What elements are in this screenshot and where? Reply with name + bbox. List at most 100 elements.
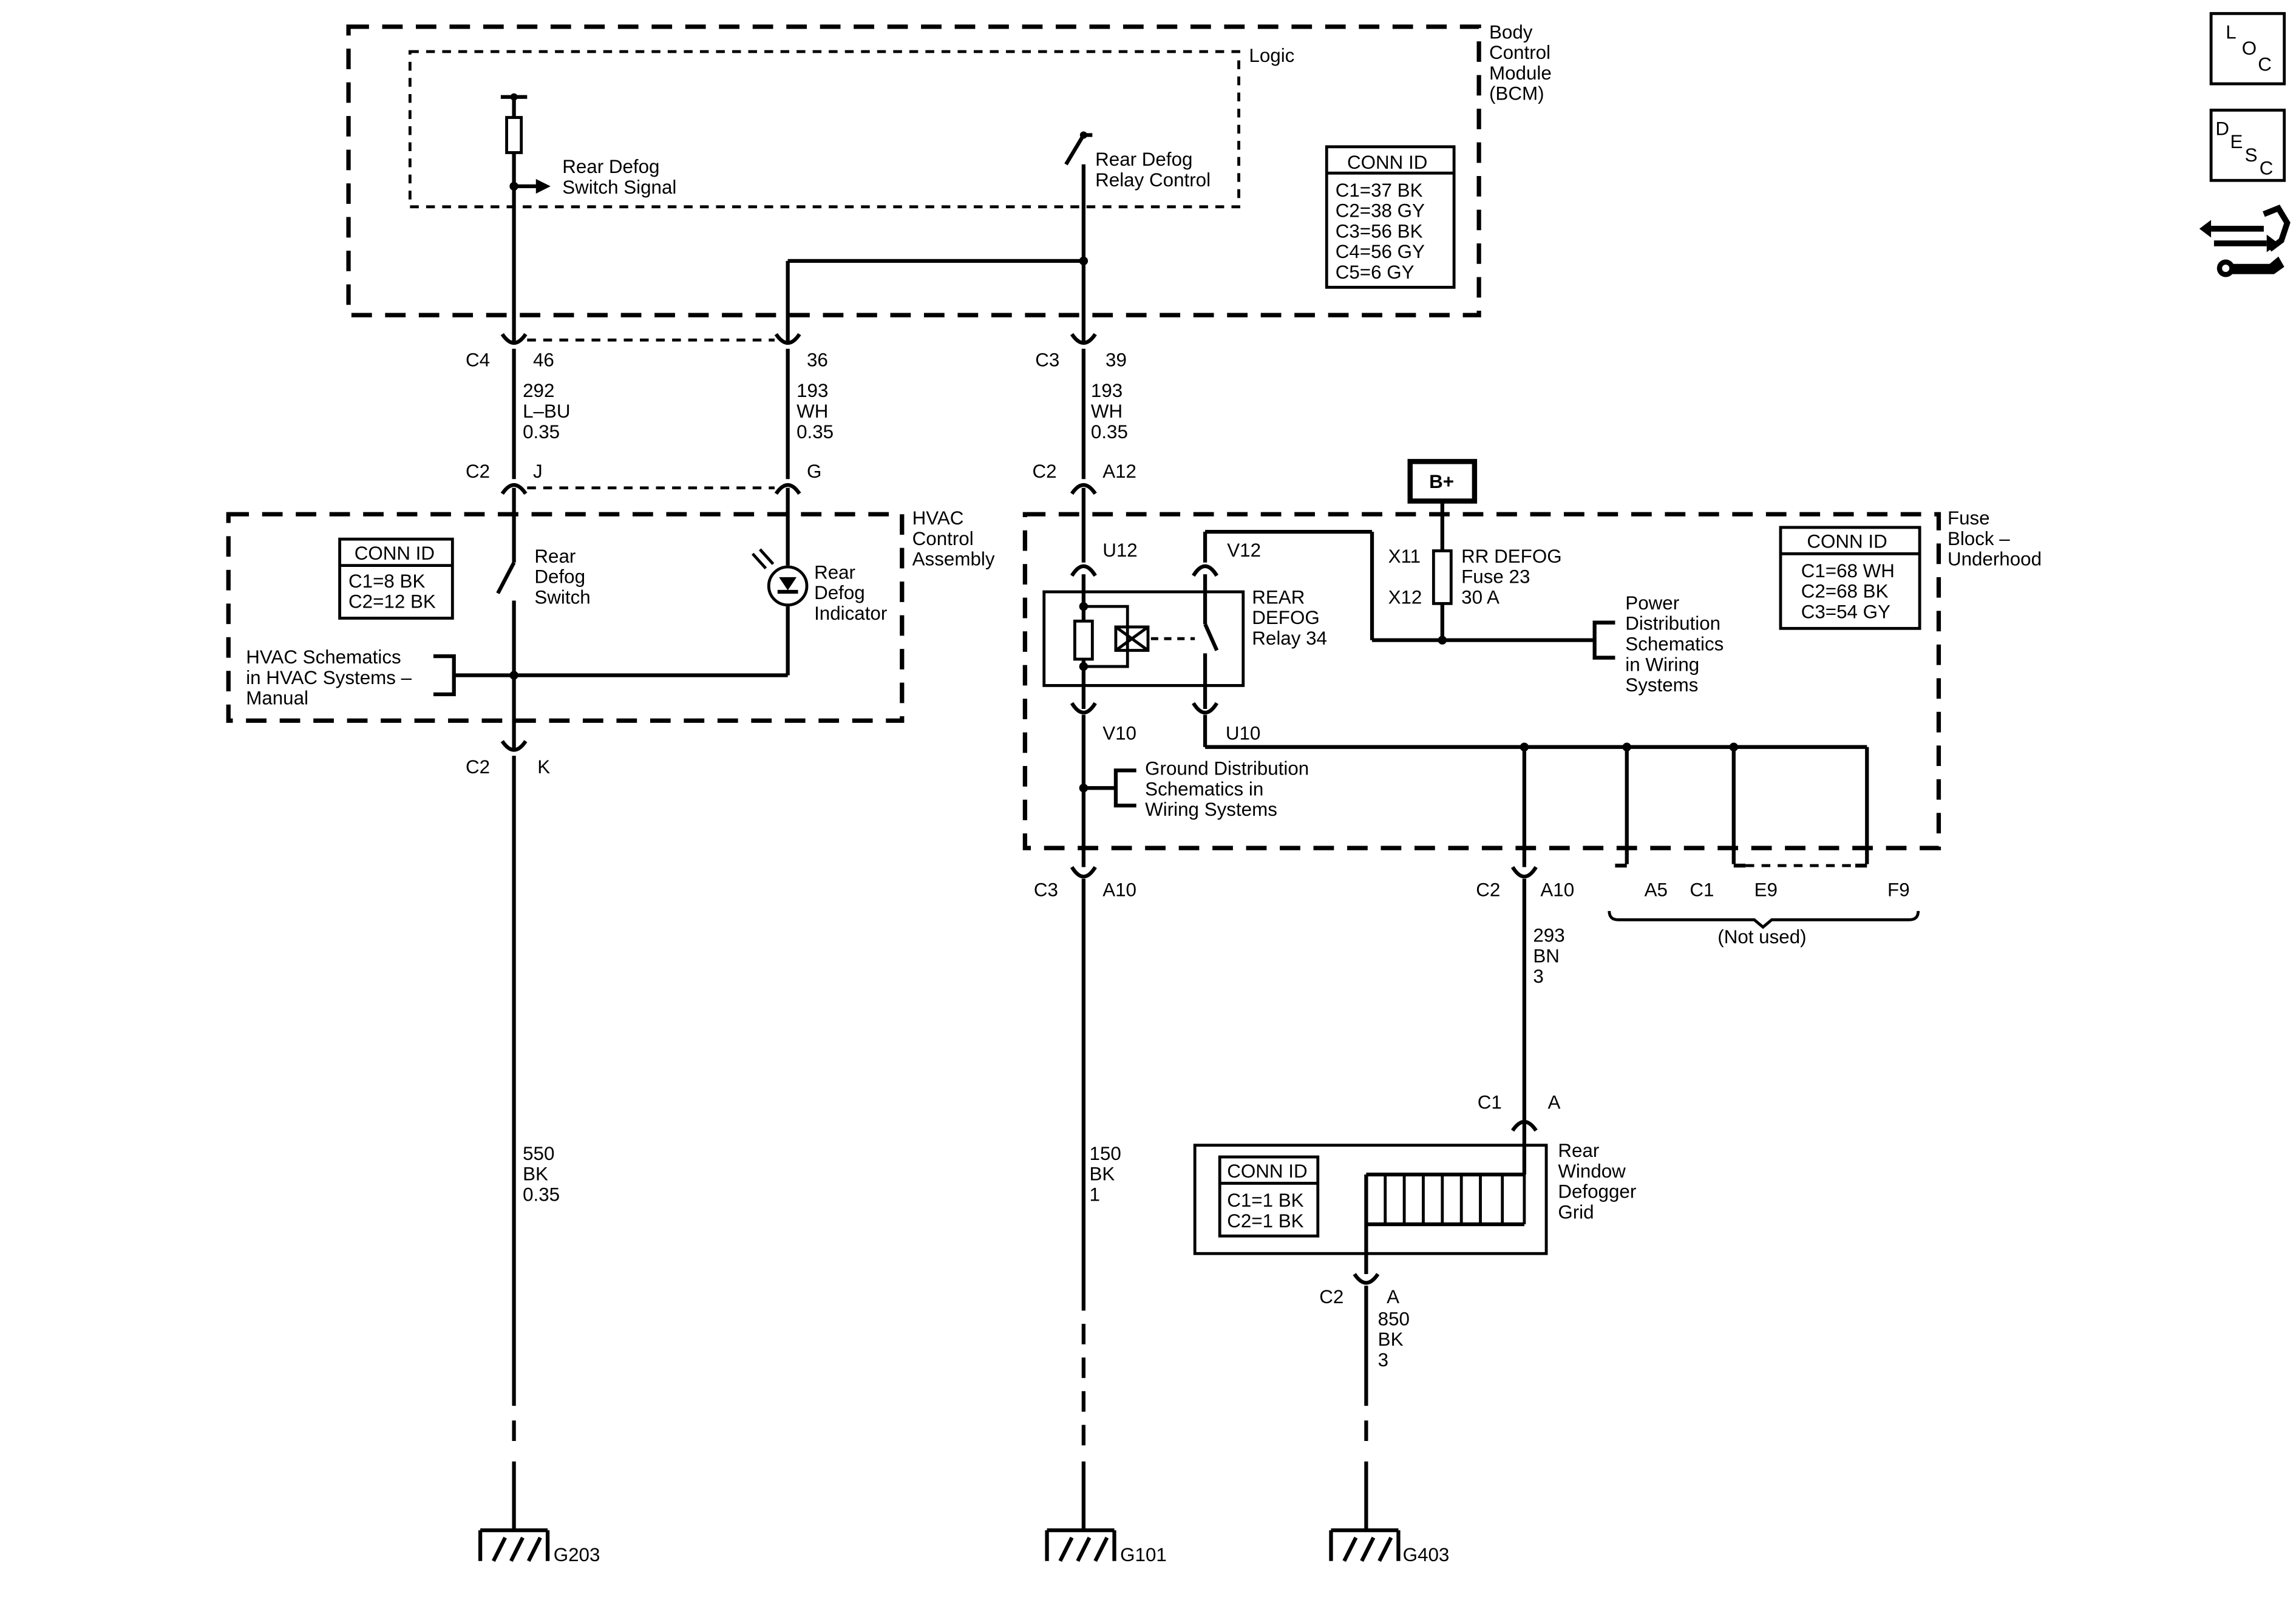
svg-text:U12: U12 — [1102, 540, 1137, 561]
svg-text:A: A — [1547, 1091, 1560, 1113]
svg-text:V10: V10 — [1102, 723, 1136, 744]
connector-c4-36: 36 — [774, 333, 828, 371]
connector-c3-a10: C3 A10 — [1034, 866, 1136, 901]
svg-text:C: C — [2258, 53, 2272, 75]
svg-text:A10: A10 — [1102, 880, 1136, 901]
svg-text:CONN ID: CONN ID — [355, 543, 435, 564]
svg-text:Logic: Logic — [1249, 45, 1294, 66]
svg-text:A10: A10 — [1540, 880, 1574, 901]
relay-pin-v12: V12 — [1192, 529, 1373, 577]
ground-g101: G101 — [1045, 1528, 1167, 1565]
connector-c2-a: C2 A — [1319, 1273, 1399, 1307]
svg-text:A: A — [1387, 1286, 1399, 1307]
svg-text:C2: C2 — [466, 756, 490, 778]
svg-text:C4: C4 — [466, 350, 490, 371]
svg-text:X11: X11 — [1388, 546, 1421, 567]
unused-pins-a5-e9-f9: A5 C1 E9 F9 (Not used) — [1608, 863, 1920, 947]
svg-text:C1: C1 — [1690, 880, 1714, 901]
bcm-logic-block: Logic — [408, 45, 1294, 209]
svg-text:CONN ID: CONN ID — [1807, 531, 1887, 552]
svg-text:C3: C3 — [1034, 880, 1058, 901]
svg-text:G203: G203 — [554, 1544, 600, 1565]
svg-text:CONN ID: CONN ID — [1227, 1161, 1307, 1182]
svg-text:F9: F9 — [1887, 880, 1910, 901]
svg-text:C2: C2 — [1476, 880, 1500, 901]
svg-text:J: J — [533, 461, 543, 482]
svg-text:G403: G403 — [1403, 1544, 1450, 1565]
relay-pin-u10: U10 — [1192, 702, 1867, 749]
svg-text:C1: C1 — [1478, 1091, 1502, 1113]
hvac-ground-bus — [453, 671, 788, 680]
svg-text:D: D — [2215, 118, 2229, 139]
connector-c2-g: G — [774, 461, 821, 495]
svg-text:B+: B+ — [1429, 471, 1454, 492]
svg-text:39: 39 — [1106, 350, 1127, 371]
svg-text:36: 36 — [807, 350, 828, 371]
ground-g203: G203 — [478, 1528, 600, 1565]
svg-text:L: L — [2226, 21, 2236, 42]
svg-text:46: 46 — [533, 350, 554, 371]
location-view-button[interactable]: L O C — [2209, 12, 2286, 86]
description-view-button[interactable]: D E S C — [2209, 109, 2286, 182]
svg-text:X12: X12 — [1388, 586, 1422, 608]
svg-text:C2: C2 — [1319, 1286, 1343, 1307]
svg-text:C2: C2 — [1032, 461, 1056, 482]
svg-text:V12: V12 — [1227, 540, 1261, 561]
connector-c2-a12: C2 A12 — [1032, 461, 1136, 495]
svg-text:U10: U10 — [1226, 723, 1261, 744]
svg-text:G: G — [807, 461, 821, 482]
svg-text:A12: A12 — [1102, 461, 1136, 482]
relay-pin-v10: V10 — [1070, 702, 1136, 867]
connector-c4-46: C4 46 — [466, 333, 554, 371]
connector-c2-j: C2 J — [466, 461, 543, 495]
svg-text:CONN ID: CONN ID — [1347, 152, 1427, 173]
connector-tools-icon[interactable] — [2199, 205, 2291, 277]
svg-text:E: E — [2230, 131, 2243, 152]
connector-c3-39: C3 39 — [1035, 333, 1127, 371]
output-bus-taps — [1520, 742, 1869, 867]
svg-text:E9: E9 — [1754, 880, 1778, 901]
